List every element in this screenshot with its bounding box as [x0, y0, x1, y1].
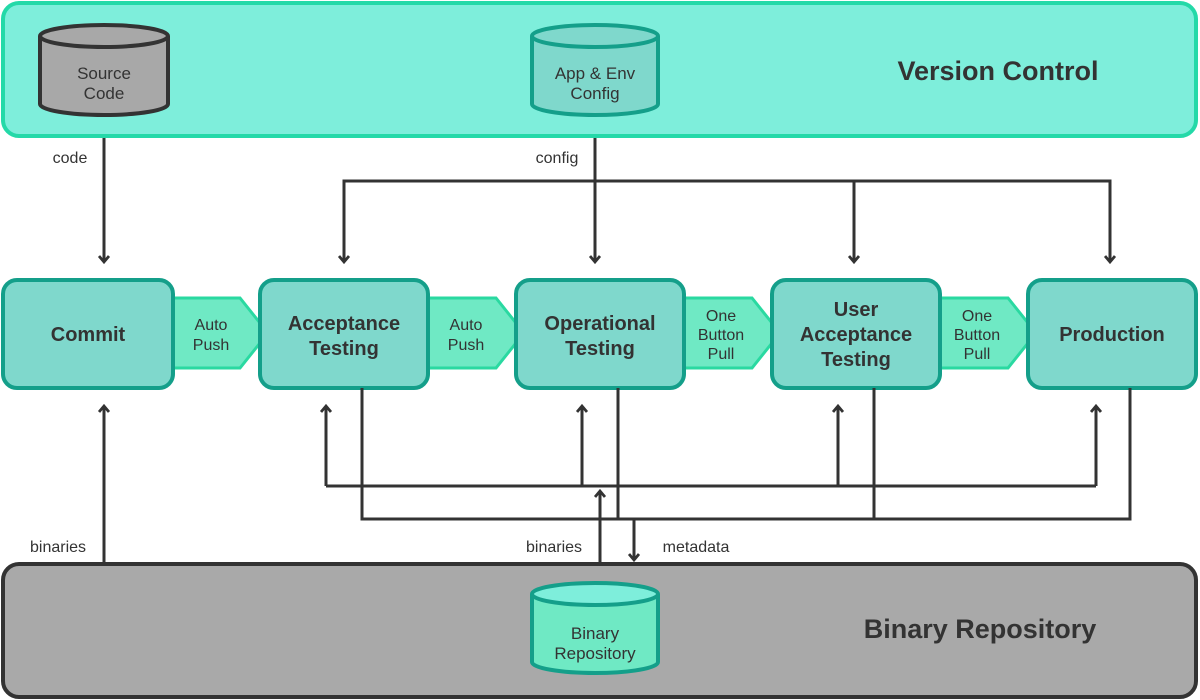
transition-4-label-3: Pull — [964, 346, 991, 363]
transition-4-label-2: Button — [954, 327, 1000, 344]
metadata-bus-line — [360, 388, 1132, 521]
app-env-config-database: App & Env Config — [530, 23, 660, 117]
stage-operational-label-2: Testing — [565, 338, 635, 360]
transition-one-button-pull-1: One Button Pull — [682, 296, 782, 370]
stage-uat-label-3: Testing — [821, 349, 891, 371]
stage-acceptance-label-2: Testing — [309, 338, 379, 360]
transition-auto-push-2: Auto Push — [426, 296, 526, 370]
binaries-left-edge-label: binaries — [30, 539, 86, 556]
source-code-label-2: Code — [84, 84, 125, 103]
metadata-edge-label: metadata — [663, 539, 730, 556]
app-env-label-2: Config — [570, 84, 619, 103]
stage-operational-testing: Operational Testing — [514, 278, 686, 390]
stage-commit-label: Commit — [51, 324, 126, 346]
stage-production: Production — [1026, 278, 1198, 390]
transition-2-label-2: Push — [448, 337, 484, 354]
stage-operational-label-1: Operational — [544, 313, 655, 335]
binaries-center-edge-label: binaries — [526, 539, 582, 556]
transition-auto-push-1: Auto Push — [170, 296, 270, 370]
code-edge-label: code — [53, 150, 88, 167]
config-edge-label: config — [536, 150, 579, 167]
version-control-title: Version Control — [897, 56, 1098, 86]
transition-one-button-pull-2: One Button Pull — [938, 296, 1038, 370]
stage-uat-label-2: Acceptance — [800, 324, 912, 346]
source-code-label-1: Source — [77, 64, 131, 83]
stage-user-acceptance-testing: User Acceptance Testing — [770, 278, 942, 390]
metadata-arrow — [618, 517, 634, 560]
connectors-bottom: binaries binaries metadata — [30, 388, 1132, 562]
transition-2-label-1: Auto — [450, 317, 483, 334]
stage-uat-label-1: User — [834, 299, 879, 321]
transition-3-label-2: Button — [698, 327, 744, 344]
binary-repository-database: Binary Repository — [530, 581, 660, 675]
source-code-database: Source Code — [38, 23, 170, 117]
binary-repo-db-label-2: Repository — [554, 644, 636, 663]
stage-production-label: Production — [1059, 324, 1165, 346]
app-env-label-1: App & Env — [555, 64, 636, 83]
stage-acceptance-testing: Acceptance Testing — [258, 278, 430, 390]
stage-acceptance-label-1: Acceptance — [288, 313, 400, 335]
transition-1-label-1: Auto — [195, 317, 228, 334]
config-bus-line — [342, 179, 1110, 262]
binary-repo-db-label-1: Binary — [571, 624, 620, 643]
transition-1-label-2: Push — [193, 337, 229, 354]
connectors-top: code config — [53, 138, 1110, 262]
transition-4-label-1: One — [962, 308, 992, 325]
stage-commit: Commit — [1, 278, 175, 390]
binary-repository-title: Binary Repository — [864, 614, 1097, 644]
transition-3-label-3: Pull — [708, 346, 735, 363]
transition-3-label-1: One — [706, 308, 736, 325]
